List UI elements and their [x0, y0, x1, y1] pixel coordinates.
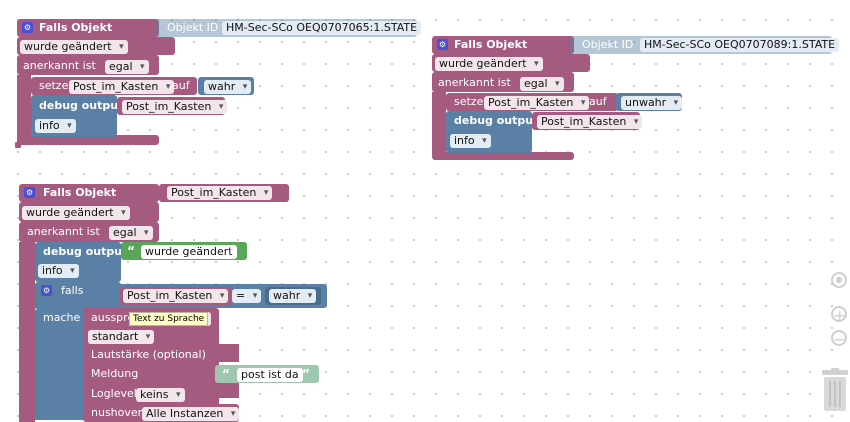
- trash-icon[interactable]: [820, 368, 850, 413]
- event-header: Falls Objekt: [454, 38, 528, 51]
- say-mode-dropdown[interactable]: standart: [88, 330, 155, 344]
- log-level-dropdown[interactable]: info: [38, 264, 79, 278]
- debug-variable-dropdown[interactable]: Post_im_Kasten: [537, 115, 643, 129]
- object-id-label: Objekt ID: [167, 21, 219, 34]
- set-on-label: auf: [589, 95, 607, 108]
- loglevel-dropdown[interactable]: keins: [136, 388, 185, 402]
- boolean-dropdown[interactable]: wahr: [269, 289, 317, 303]
- object-id-field[interactable]: HM-Sec-SCo OEQ0707089:1.STATE: [640, 38, 840, 52]
- debug-variable-dropdown[interactable]: Post_im_Kasten: [122, 100, 228, 114]
- if-label: falls: [61, 284, 84, 297]
- gear-icon[interactable]: ⚙: [22, 22, 33, 33]
- set-on-label: auf: [172, 79, 190, 92]
- trigger-dropdown[interactable]: wurde geändert: [435, 57, 543, 71]
- log-level-dropdown[interactable]: info: [450, 134, 491, 148]
- gear-icon[interactable]: ⚙: [437, 39, 448, 50]
- boolean-dropdown[interactable]: wahr: [204, 80, 252, 94]
- zoom-out-icon[interactable]: −: [831, 330, 847, 349]
- trigger-dropdown[interactable]: wurde geändert: [20, 40, 128, 54]
- debug-text-field[interactable]: wurde geändert: [141, 245, 237, 259]
- boolean-dropdown[interactable]: unwahr: [621, 96, 683, 110]
- set-variable-dropdown[interactable]: Post_im_Kasten: [69, 80, 175, 94]
- ack-label: anerkannt ist: [27, 225, 100, 238]
- ack-dropdown[interactable]: egal: [520, 77, 564, 91]
- message-text-field[interactable]: post ist da: [237, 368, 303, 382]
- loglevel-label: Loglevel: [91, 387, 137, 400]
- gear-icon[interactable]: ⚙: [24, 187, 35, 198]
- tooltip: Text zu Sprache: [129, 312, 209, 326]
- set-variable-dropdown[interactable]: Post_im_Kasten: [484, 96, 590, 110]
- gear-icon[interactable]: ⚙: [41, 285, 52, 296]
- quote-close-icon: ”: [229, 244, 237, 258]
- set-label: setze: [39, 79, 69, 92]
- do-label: mache: [43, 311, 81, 324]
- log-level-dropdown[interactable]: info: [35, 119, 76, 133]
- object-dropdown[interactable]: Post_im_Kasten: [167, 186, 273, 200]
- zoom-in-icon[interactable]: +: [831, 306, 847, 325]
- ack-dropdown[interactable]: egal: [109, 226, 153, 240]
- debug-label: debug output: [454, 114, 539, 127]
- volume-label: Lautstärke (optional): [91, 348, 206, 361]
- object-id-field[interactable]: HM-Sec-SCo OEQ0707065:1.STATE: [222, 21, 422, 35]
- compare-operator-dropdown[interactable]: =: [232, 289, 262, 303]
- debug-label: debug output: [39, 99, 124, 112]
- recenter-icon[interactable]: ●: [831, 272, 847, 288]
- ack-label: anerkannt ist: [438, 76, 511, 89]
- set-label: setze: [454, 95, 484, 108]
- quote-close-icon: ”: [302, 367, 310, 381]
- event-header: Falls Objekt: [43, 186, 117, 199]
- trigger-dropdown[interactable]: wurde geändert: [22, 206, 130, 220]
- cond-variable-dropdown[interactable]: Post_im_Kasten: [123, 289, 229, 303]
- quote-open-icon: “: [222, 367, 230, 381]
- debug-label: debug output: [43, 245, 128, 258]
- message-label: Meldung: [91, 367, 139, 380]
- instance-label: nushover: [91, 406, 143, 419]
- object-id-label: Objekt ID: [582, 38, 634, 51]
- instance-dropdown[interactable]: Alle Instanzen: [142, 407, 240, 421]
- say-label: ausspre: [91, 311, 135, 324]
- ack-dropdown[interactable]: egal: [105, 60, 149, 74]
- quote-open-icon: “: [127, 244, 135, 258]
- ack-label: anerkannt ist: [23, 59, 96, 72]
- event-header: Falls Objekt: [39, 21, 113, 34]
